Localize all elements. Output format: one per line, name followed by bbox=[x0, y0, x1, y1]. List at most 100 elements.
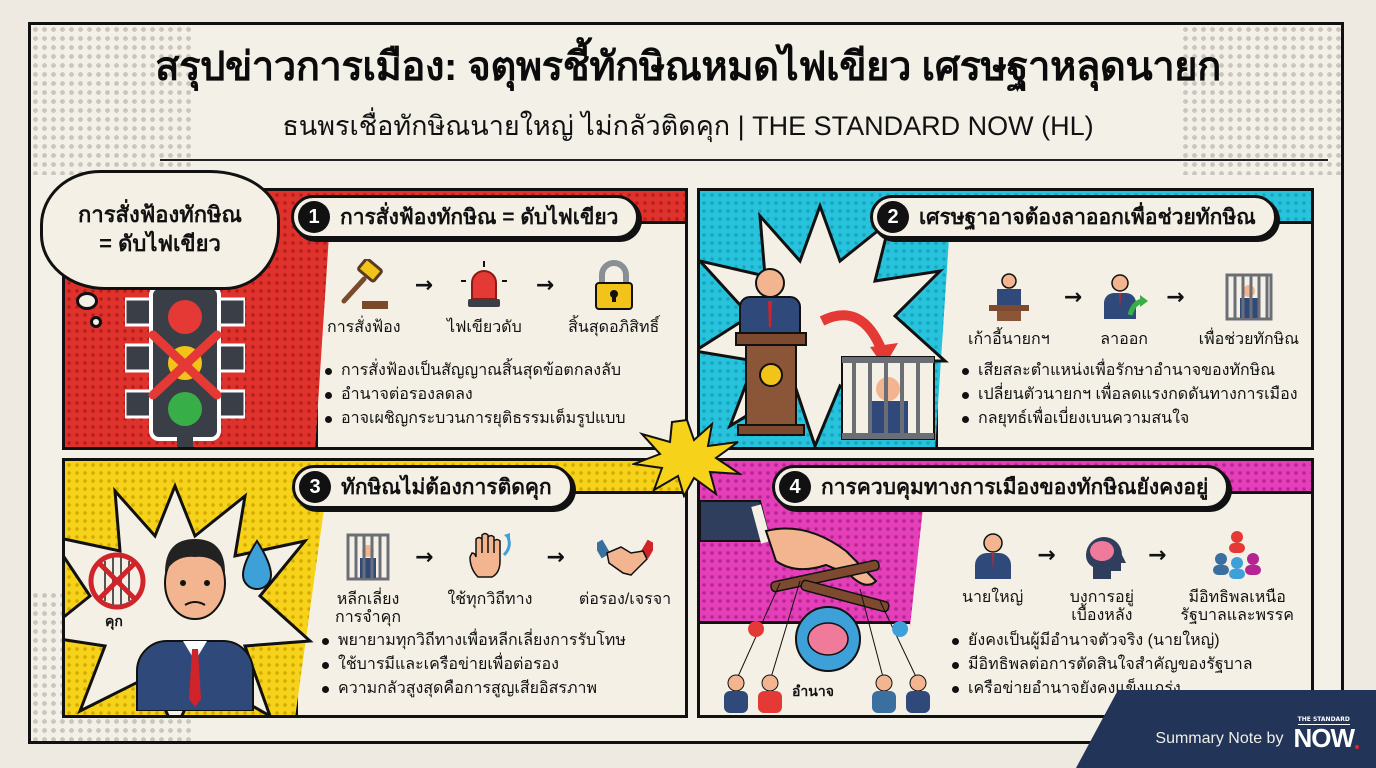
page-title: สรุปข่าวการเมือง: จตุพรชี้ทักษิณหมดไฟเขี… bbox=[155, 45, 1221, 89]
thought-bubble-tail bbox=[76, 292, 98, 310]
flow-step: การสั่งฟ้อง bbox=[327, 257, 401, 337]
handshake-icon bbox=[596, 529, 653, 585]
traffic-light-icon bbox=[125, 287, 245, 447]
bullet-item: พยายามทุกวิถีทางเพื่อหลีกเลี่ยงการรับโทษ bbox=[320, 629, 626, 653]
flow-label: มีอิทธิพลเหนือ รัฐบาลและพรรค bbox=[1180, 589, 1294, 625]
worried-man-illustration bbox=[88, 539, 273, 711]
logo-dot bbox=[1355, 745, 1359, 749]
arrow-right-icon: → bbox=[1063, 285, 1083, 310]
raised-hand-icon bbox=[462, 529, 518, 585]
flow-label: ลาออก bbox=[1100, 331, 1148, 348]
arrow-right-icon: → bbox=[546, 545, 565, 570]
panel-content-box bbox=[935, 221, 1311, 447]
panel-4-heading: 4 การควบคุมทางการเมืองของทักษิณยังคงอยู่ bbox=[772, 465, 1230, 509]
thought-text-line: = ดับไฟเขียว bbox=[99, 231, 221, 256]
flow-label: เก้าอี้นายกฯ bbox=[968, 331, 1050, 348]
bullet-list: การสั่งฟ้องเป็นสัญญาณสิ้นสุดข้อตกลงลับ อ… bbox=[323, 359, 626, 431]
bullet-item: มีอิทธิพลต่อการตัดสินใจสำคัญของรัฐบาล bbox=[950, 653, 1253, 677]
logo-top-text: THE STANDARD bbox=[1297, 716, 1350, 725]
panel-content-box bbox=[315, 221, 685, 447]
jail-icon bbox=[1221, 269, 1277, 325]
panel-3-heading: 3 ทักษิณไม่ต้องการติดคุก bbox=[292, 465, 573, 509]
siren-icon bbox=[456, 257, 512, 313]
bullet-item: ความกลัวสูงสุดคือการสูญเสียอิสรภาพ bbox=[320, 677, 626, 701]
step-number-badge: 1 bbox=[298, 201, 330, 233]
flow-step: ใช้ทุกวิถีทาง bbox=[447, 529, 532, 609]
flow-step: บงการอยู่ เบื้องหลัง bbox=[1070, 527, 1134, 626]
step-number-badge: 4 bbox=[779, 471, 811, 503]
heading-text: ทักษิณไม่ต้องการติดคุก bbox=[341, 475, 552, 499]
bullet-item: เสียสละตำแหน่งเพื่อรักษาอำนาจของทักษิณ bbox=[960, 359, 1298, 383]
panel-4-political-control: อำนาจ 4 การควบคุมทางการเมืองของทักษิณยัง… bbox=[697, 458, 1314, 718]
brain-head-icon bbox=[1074, 527, 1130, 583]
center-starburst-decoration bbox=[632, 418, 742, 498]
flow-step: เพื่อช่วยทักษิณ bbox=[1199, 269, 1299, 349]
divider bbox=[160, 159, 1328, 161]
flow-step: มีอิทธิพลเหนือ รัฐบาลและพรรค bbox=[1180, 527, 1294, 626]
page-subtitle: ธนพรเชื่อทักษิณนายใหญ่ ไม่กลัวติดคุก | T… bbox=[282, 111, 1094, 141]
flow-label: หลีกเลี่ยง การจำคุก bbox=[335, 591, 402, 627]
halftone-decoration bbox=[31, 25, 191, 175]
arrow-right-icon: → bbox=[1037, 543, 1056, 568]
flow-step: นายใหญ่ bbox=[962, 527, 1023, 607]
thought-bubble-tail bbox=[90, 316, 102, 328]
bullet-list: ยังคงเป็นผู้มีอำนาจตัวจริง (นายใหญ่) มีอ… bbox=[950, 629, 1253, 701]
panel-3-no-jail: คุก 3 ทักษิณไม่ต้องการติดคุก หลีกเลี่ยง … bbox=[62, 458, 688, 718]
boss-person-icon bbox=[965, 527, 1021, 583]
panel-content-box bbox=[295, 491, 685, 715]
heading-text: เศรษฐาอาจต้องลาออกเพื่อช่วยทักษิณ bbox=[919, 205, 1256, 229]
flow-diagram: เก้าอี้นายกฯ → ลาออก → เพื่อช่วยทักษิณ bbox=[968, 269, 1299, 349]
bullet-item: กลยุทธ์เพื่อเบี่ยงเบนความสนใจ bbox=[960, 407, 1298, 431]
arrow-right-icon: → bbox=[1147, 543, 1167, 568]
panel-2-heading: 2 เศรษฐาอาจต้องลาออกเพื่อช่วยทักษิณ bbox=[870, 195, 1277, 239]
flow-label: การสั่งฟ้อง bbox=[327, 319, 401, 336]
logo-main-text: NOW bbox=[1293, 723, 1359, 753]
podium-to-jail-illustration bbox=[735, 268, 935, 440]
halftone-decoration bbox=[1181, 25, 1341, 175]
step-number-badge: 3 bbox=[299, 471, 331, 503]
jail-icon bbox=[340, 529, 396, 585]
gavel-icon bbox=[336, 257, 392, 313]
puppet-master-illustration bbox=[700, 500, 930, 713]
flow-step: ลาออก bbox=[1096, 269, 1152, 349]
footer-label: Summary Note by bbox=[1155, 730, 1284, 747]
bullet-item: เปลี่ยนตัวนายกฯ เพื่อลดแรงกดดันทางการเมื… bbox=[960, 383, 1298, 407]
footer-brand-band: Summary Note by THE STANDARD NOW bbox=[1076, 690, 1376, 768]
arrow-right-icon: → bbox=[415, 545, 434, 570]
flow-diagram: การสั่งฟ้อง → ไฟเขียวดับ → สิ้นสุดอภิสิท… bbox=[327, 257, 659, 337]
bullet-item: ยังคงเป็นผู้มีอำนาจตัวจริง (นายใหญ่) bbox=[950, 629, 1253, 653]
panel-2-resignation: 2 เศรษฐาอาจต้องลาออกเพื่อช่วยทักษิณ เก้า… bbox=[697, 188, 1314, 450]
flow-label: เพื่อช่วยทักษิณ bbox=[1198, 331, 1300, 348]
bullet-list: พยายามทุกวิถีทางเพื่อหลีกเลี่ยงการรับโทษ… bbox=[320, 629, 626, 701]
panel-1-heading: 1 การสั่งฟ้องทักษิณ = ดับไฟเขียว bbox=[291, 195, 640, 239]
bullet-list: เสียสละตำแหน่งเพื่อรักษาอำนาจของทักษิณ เ… bbox=[960, 359, 1298, 431]
flow-label: นายใหญ่ bbox=[962, 589, 1024, 606]
thought-text-line: การสั่งฟ้องทักษิณ bbox=[78, 202, 242, 228]
logo-now-text: NOW bbox=[1293, 723, 1355, 753]
flow-step: เก้าอี้นายกฯ bbox=[968, 269, 1050, 349]
flow-step: ต่อรอง/เจรจา bbox=[579, 529, 671, 609]
flow-diagram: นายใหญ่ → บงการอยู่ เบื้องหลัง → มีอิทธิ… bbox=[962, 527, 1294, 626]
step-number-badge: 2 bbox=[877, 201, 909, 233]
flow-label: ต่อรอง/เจรจา bbox=[578, 591, 672, 608]
flow-label: ไฟเขียวดับ bbox=[447, 319, 522, 336]
network-group-icon bbox=[1209, 527, 1265, 583]
the-standard-now-logo: THE STANDARD NOW bbox=[1293, 716, 1359, 753]
arrow-right-icon: → bbox=[414, 273, 434, 298]
bullet-item: อำนาจต่อรองลดลง bbox=[323, 383, 626, 407]
flow-step: ไฟเขียวดับ bbox=[447, 257, 522, 337]
power-label: อำนาจ bbox=[792, 683, 834, 699]
flow-step: สิ้นสุดอภิสิทธิ์ bbox=[568, 257, 659, 337]
flow-step: หลีกเลี่ยง การจำคุก bbox=[335, 529, 401, 628]
flow-diagram: หลีกเลี่ยง การจำคุก → ใช้ทุกวิถีทาง → ต่… bbox=[335, 529, 671, 628]
podium-person-icon bbox=[981, 269, 1037, 325]
heading-text: การสั่งฟ้องทักษิณ = ดับไฟเขียว bbox=[340, 205, 619, 229]
bullet-item: ใช้บารมีและเครือข่ายเพื่อต่อรอง bbox=[320, 653, 626, 677]
bullet-item: อาจเผชิญกระบวนการยุติธรรมเต็มรูปแบบ bbox=[323, 407, 626, 431]
flow-label: บงการอยู่ เบื้องหลัง bbox=[1069, 589, 1134, 625]
thought-bubble: การสั่งฟ้องทักษิณ = ดับไฟเขียว bbox=[40, 170, 280, 290]
flow-label: สิ้นสุดอภิสิทธิ์ bbox=[568, 319, 660, 336]
person-exit-icon bbox=[1096, 269, 1152, 325]
flow-label: ใช้ทุกวิถีทาง bbox=[447, 591, 533, 608]
arrow-right-icon: → bbox=[535, 273, 555, 298]
